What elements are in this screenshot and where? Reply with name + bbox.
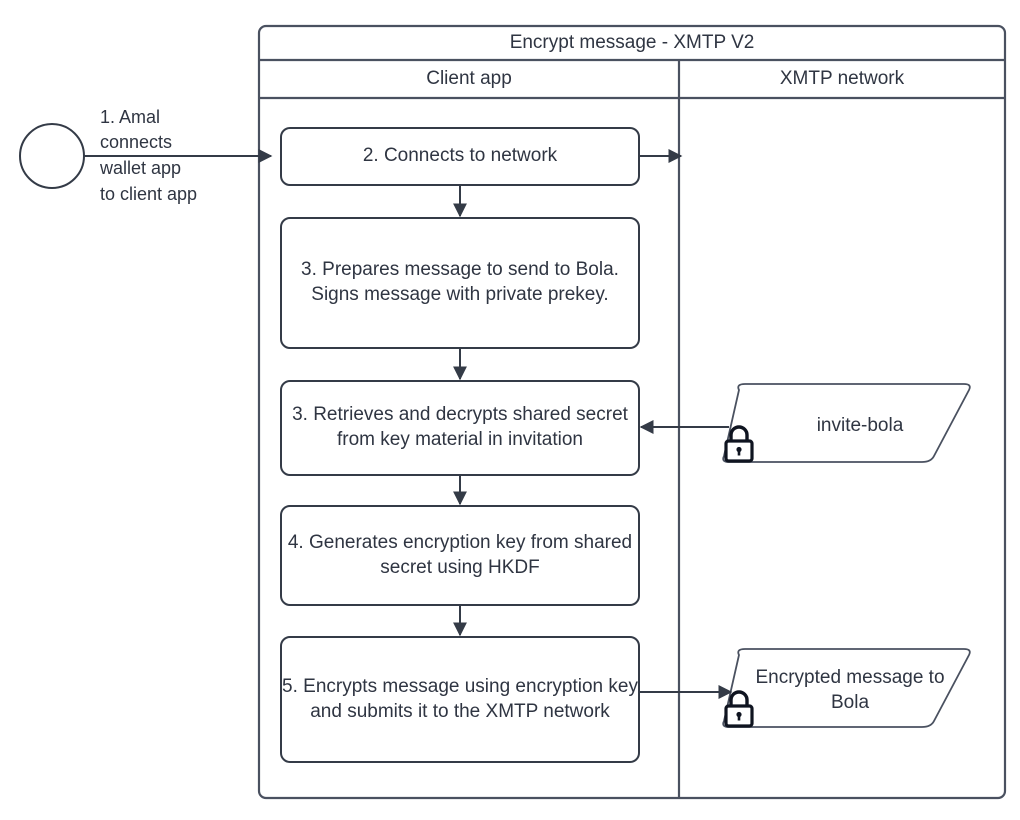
lock-icon xyxy=(722,687,756,729)
step-5-label: 5. Encrypts message using encryption key… xyxy=(282,675,638,722)
start-connector-label: 1. Amal connects wallet app to client ap… xyxy=(100,106,198,204)
start-circle xyxy=(19,123,85,189)
lane-header-client-app: Client app xyxy=(426,67,512,89)
step-3a-label: 3. Prepares message to send to Bola. Sig… xyxy=(301,259,619,305)
encrypted-message-label: Encrypted message to Bola xyxy=(755,667,945,713)
invite-bola-label: invite-bola xyxy=(816,414,904,436)
step-4-label: 4. Generates encryption key from shared … xyxy=(287,531,633,578)
diagram-title: Encrypt message - XMTP V2 xyxy=(509,31,755,53)
lane-header-xmtp-network: XMTP network xyxy=(779,67,905,89)
lock-icon xyxy=(722,422,756,464)
step-2-label: 2. Connects to network xyxy=(362,145,558,167)
step-3b-label: 3. Retrieves and decrypts shared secret … xyxy=(292,404,628,450)
